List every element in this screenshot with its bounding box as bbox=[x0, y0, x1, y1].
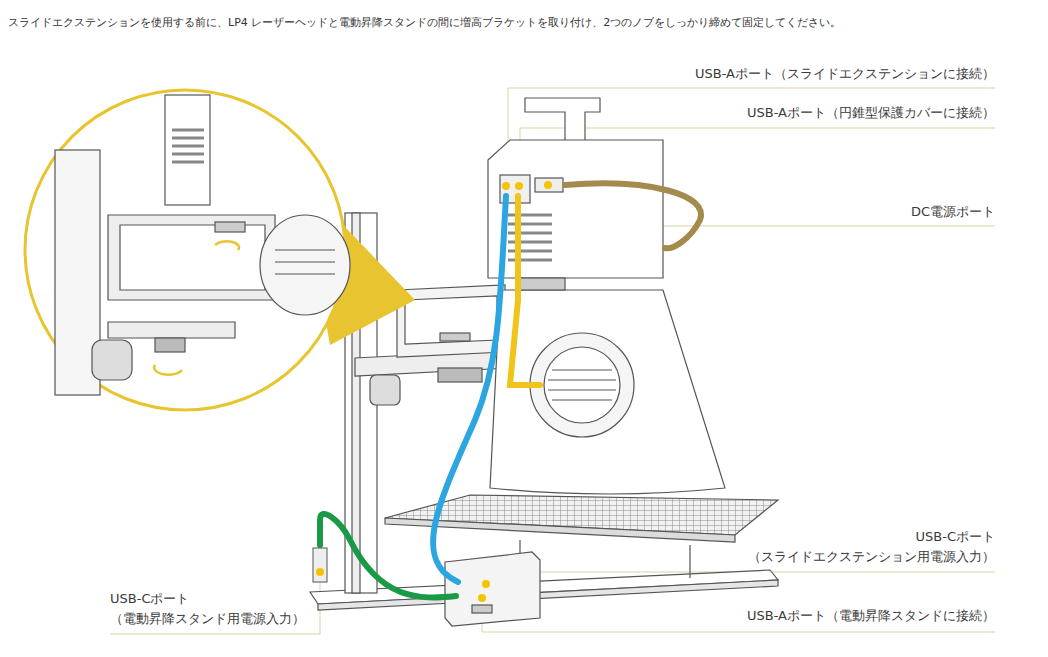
head-body bbox=[488, 140, 663, 278]
bracket-knob bbox=[440, 333, 470, 341]
inset-lower-knob bbox=[155, 338, 185, 352]
port-dot bbox=[544, 181, 552, 189]
fan-inner bbox=[544, 347, 620, 423]
dc-port bbox=[535, 178, 563, 192]
instruction-note: スライドエクステンションを使用する前に、LP4 レーザーヘッドと電動昇降スタンド… bbox=[8, 15, 841, 31]
dc-cable bbox=[565, 183, 701, 248]
laser-head bbox=[488, 98, 663, 290]
rotation-arrows bbox=[154, 241, 239, 374]
knob bbox=[438, 368, 482, 382]
cone-body bbox=[490, 290, 725, 494]
side-knob bbox=[370, 375, 400, 405]
controller-box bbox=[445, 552, 540, 626]
controller-body bbox=[445, 552, 540, 626]
inset-fan bbox=[260, 215, 350, 315]
callout-label: USB-Aポート（円錐型保護カバーに接続） bbox=[747, 103, 995, 123]
port-dot bbox=[515, 182, 523, 190]
rotate-arrow bbox=[215, 241, 239, 250]
cables bbox=[313, 183, 701, 597]
head-handle bbox=[525, 98, 600, 145]
bracket-opening bbox=[405, 296, 497, 344]
bed-legs bbox=[520, 540, 690, 590]
inset-side-knob bbox=[92, 340, 132, 380]
yellow-cable bbox=[510, 196, 540, 385]
port-dot bbox=[482, 580, 490, 588]
inset-detail bbox=[55, 95, 350, 395]
usb-a-port bbox=[472, 605, 492, 613]
fan-ring bbox=[530, 333, 634, 437]
callout-label: USB-Cポート （スライドエクステンション用電源入力） bbox=[730, 527, 995, 567]
blue-cable bbox=[433, 196, 506, 582]
head-vent bbox=[508, 215, 552, 260]
inset-grille bbox=[275, 250, 335, 274]
rotate-arrow bbox=[154, 365, 182, 375]
inset-knob bbox=[215, 222, 245, 232]
inset-head bbox=[165, 95, 210, 205]
inset-bracket-opening bbox=[120, 225, 265, 290]
callout-label: DC電源ポート bbox=[911, 202, 995, 222]
cone-cover bbox=[490, 290, 725, 494]
port-dot bbox=[502, 182, 510, 190]
usb-c-plug bbox=[313, 548, 327, 582]
callout-label: USB-Aポート（スライドエクステンションに接続） bbox=[695, 64, 995, 84]
inset-bracket bbox=[108, 215, 275, 300]
zoom-circle bbox=[25, 90, 345, 410]
inset-plate bbox=[108, 322, 235, 338]
inset-vent bbox=[172, 130, 204, 162]
leader-line bbox=[482, 598, 995, 632]
fan-grille bbox=[548, 370, 616, 400]
callout-label: USB-Cポート （電動昇降スタンド用電源入力） bbox=[110, 589, 325, 629]
green-cable bbox=[320, 514, 456, 598]
port-dot bbox=[316, 568, 324, 576]
callout-label: USB-Aポート（電動昇降スタンドに接続） bbox=[747, 606, 995, 626]
bracket-box bbox=[397, 285, 505, 357]
stand-base bbox=[310, 570, 778, 610]
port-dot bbox=[478, 594, 486, 602]
head-nozzle bbox=[520, 278, 565, 290]
